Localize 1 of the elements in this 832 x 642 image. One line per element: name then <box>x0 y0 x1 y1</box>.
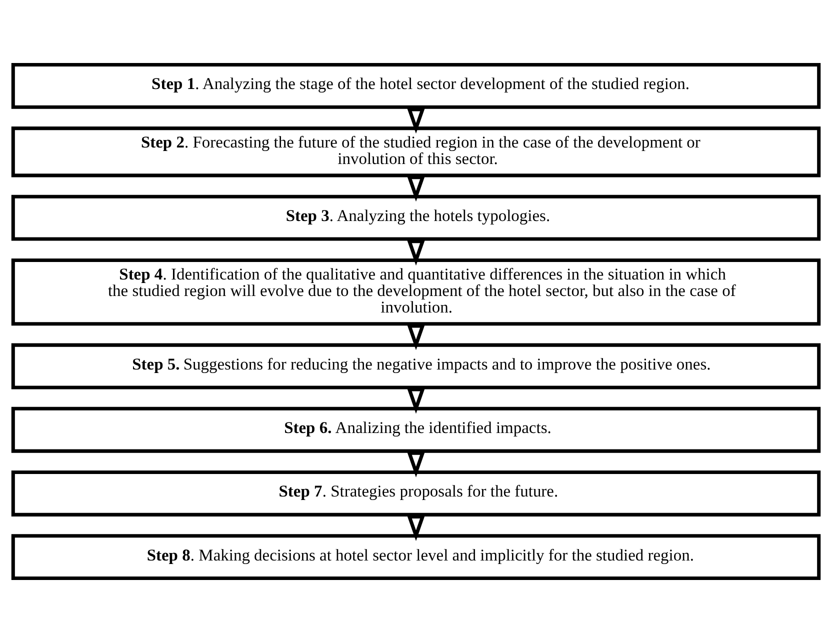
node-box: Step 8. Making decisions at hotel sector level and implicitly for the studied region. <box>11 534 821 580</box>
